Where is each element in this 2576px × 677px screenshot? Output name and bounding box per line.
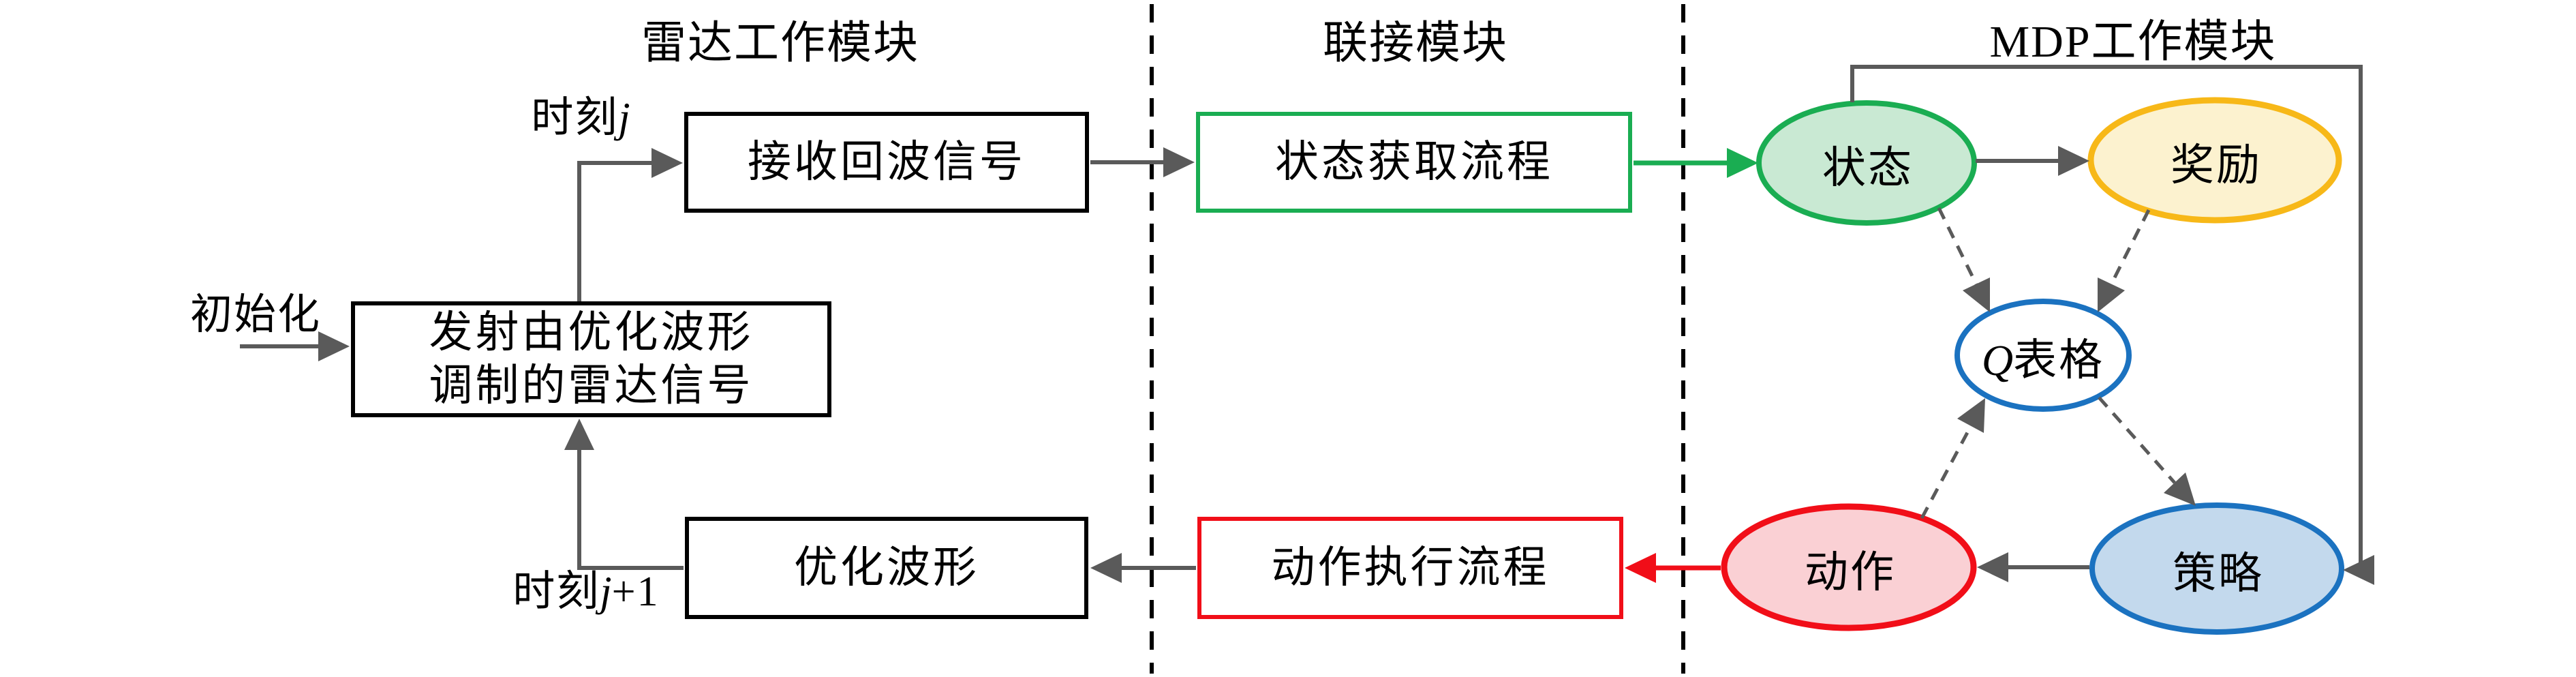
time-j-var: j [618, 95, 630, 141]
state-node-label: 状态 [1822, 144, 1914, 192]
transmit-to-receive-line [577, 161, 654, 301]
optimize-waveform-label: 优化波形 [794, 543, 979, 592]
transmit-signal-line1: 发射由优化波形 [429, 308, 754, 357]
action-to-qtable-arrowhead-icon [1957, 398, 1985, 433]
q-table-var: Q [1981, 336, 2014, 385]
action-node-ellipse [1721, 503, 1977, 631]
time-j-prefix: 时刻 [531, 95, 619, 141]
policy-node-ellipse [2089, 502, 2344, 635]
receive-echo-box: 接收回波信号 [684, 112, 1089, 213]
transmit-to-receive-arrow [577, 148, 683, 301]
q-table-node-label: Q表格 [1982, 325, 2104, 388]
reward-node-ellipse [2087, 97, 2342, 224]
receive-to-acquire-arrow [1090, 147, 1195, 177]
transmit-signal-box: 发射由优化波形 调制的雷达信号 [351, 301, 831, 417]
link-module-title: 联接模块 [1323, 18, 1508, 68]
optimize-to-transmit-arrow [564, 419, 684, 570]
time-j-plus-1-label: 时刻j+1 [512, 556, 659, 618]
mdp-module-title: MDP工作模块 [1989, 17, 2277, 67]
init-label: 初始化 [189, 292, 322, 338]
qtable-to-policy-dashed-arrow [2098, 396, 2196, 506]
qtable-to-policy-arrowhead-icon [2164, 472, 2196, 506]
reward-to-qtable-dashed-arrow [2098, 209, 2151, 312]
time-j1-prefix: 时刻 [512, 569, 600, 615]
state-acquire-label: 状态获取流程 [1275, 138, 1553, 186]
state-to-qtable-arrowhead-icon [1963, 277, 1990, 312]
init-arrow [240, 331, 350, 361]
action-execute-box: 动作执行流程 [1197, 517, 1623, 619]
reward-to-qtable-line [2109, 209, 2151, 286]
acquire-to-state-arrowhead-icon [1727, 148, 1758, 178]
state-to-policy-arrowhead-icon [2343, 555, 2374, 585]
policy-node-label: 策略 [2173, 550, 2264, 598]
time-j1-suffix: +1 [611, 569, 660, 615]
optimize-waveform-box: 优化波形 [685, 517, 1088, 619]
q-table-node-ellipse [1954, 299, 2132, 412]
reward-node-label: 奖励 [2171, 141, 2262, 190]
state-acquire-box: 状态获取流程 [1196, 112, 1632, 213]
action-to-qtable-line [1920, 425, 1973, 520]
optimize-to-transmit-line [577, 450, 684, 570]
action-node-label: 动作 [1805, 548, 1896, 597]
radar-module-title: 雷达工作模块 [641, 18, 919, 68]
policy-to-action-arrow [1977, 552, 2089, 582]
transmit-signal-line2: 调制的雷达信号 [429, 361, 754, 410]
state-to-qtable-line [1937, 207, 1978, 286]
acquire-to-state-arrow [1634, 148, 1758, 178]
init-arrowhead-icon [318, 331, 350, 361]
action-execute-label: 动作执行流程 [1271, 543, 1550, 592]
execute-to-optimize-arrow [1090, 553, 1196, 583]
action-to-execute-arrowhead-icon [1625, 553, 1656, 583]
state-node-ellipse [1756, 100, 1977, 226]
reward-to-qtable-arrowhead-icon [2098, 277, 2125, 312]
execute-to-optimize-arrowhead-icon [1090, 553, 1122, 583]
optimize-to-transmit-arrowhead-icon [564, 419, 594, 450]
state-to-qtable-dashed-arrow [1937, 207, 1990, 312]
state-to-reward-arrowhead-icon [2058, 146, 2089, 176]
state-to-reward-arrow [1976, 146, 2089, 176]
state-to-policy-feedback-arrow [1850, 65, 2374, 585]
action-to-execute-arrow [1625, 553, 1721, 583]
transmit-to-receive-arrowhead-icon [651, 148, 683, 178]
time-j-label: 时刻j [531, 82, 630, 144]
qtable-to-policy-line [2098, 396, 2176, 484]
receive-echo-label: 接收回波信号 [748, 138, 1026, 186]
policy-to-action-arrowhead-icon [1977, 552, 2008, 582]
state-to-policy-feedback-line [1850, 65, 2363, 570]
receive-to-acquire-arrowhead-icon [1163, 147, 1195, 177]
time-j1-var: j [600, 569, 612, 615]
q-table-rest: 表格 [2013, 336, 2105, 385]
action-to-qtable-dashed-arrow [1920, 398, 1985, 520]
